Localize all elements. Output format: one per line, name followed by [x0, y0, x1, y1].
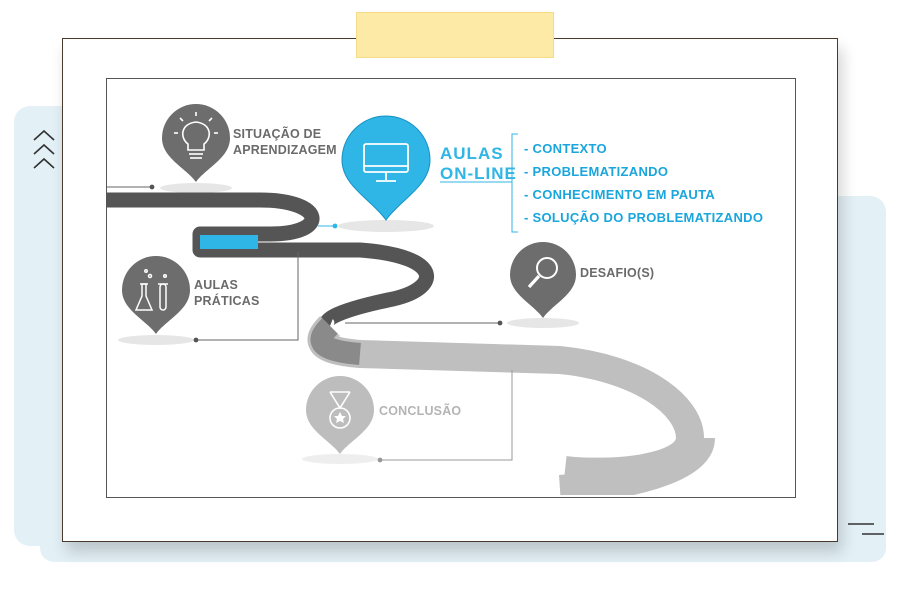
label-desafios: DESAFIO(S): [580, 265, 654, 281]
medal-icon: [329, 391, 351, 429]
label-aulas-online-line2: ON-LINE: [440, 164, 517, 183]
pin-shadow: [507, 318, 579, 328]
pin-conclusao: [306, 376, 374, 454]
label-aulas-praticas-line1: AULAS: [194, 278, 239, 292]
label-aulas-online-line1: AULAS: [440, 144, 504, 163]
connector-dot: [193, 337, 199, 343]
topic-item: - PROBLEMATIZANDO: [524, 164, 669, 179]
connector-dot: [497, 320, 503, 326]
pin-shadow: [338, 220, 434, 232]
topic-item: - CONTEXTO: [524, 141, 607, 156]
road-segment-light: [307, 316, 704, 486]
pin-desafios: [510, 242, 576, 318]
topic-item: - CONHECIMENTO EM PAUTA: [524, 187, 716, 202]
pin-aulas-praticas: [122, 256, 190, 334]
connector-line: [380, 370, 513, 461]
label-aulas-praticas: AULAS PRÁTICAS: [194, 277, 260, 309]
label-aulas-online: AULAS ON-LINE: [440, 144, 517, 184]
magnifier-icon: [527, 257, 558, 289]
monitor-icon: [363, 143, 409, 182]
label-aulas-praticas-line2: PRÁTICAS: [194, 294, 260, 308]
road-segment-end: [558, 435, 715, 495]
connector-line: [196, 252, 299, 341]
road-segment-mid: [310, 318, 362, 365]
online-topics-list: - CONTEXTO - PROBLEMATIZANDO - CONHECIME…: [524, 137, 763, 229]
label-situacao-line2: APRENDIZAGEM: [233, 143, 337, 157]
connector-dot: [377, 457, 383, 463]
pin-aulas-online: [341, 115, 431, 221]
lab-flasks-icon: [134, 269, 168, 311]
pin-shadow: [302, 454, 378, 464]
connector-dot: [332, 223, 338, 229]
road-segment-dark: [107, 192, 434, 333]
lightbulb-icon: [174, 112, 218, 159]
label-desafios-line1: DESAFIO(S): [580, 266, 655, 280]
washi-tape: [356, 12, 554, 58]
pin-shadow: [160, 183, 232, 193]
pin-shadow: [118, 335, 194, 345]
pin-situacao: [162, 104, 230, 182]
label-conclusao-line1: CONCLUSÃO: [379, 404, 462, 418]
connector-dot: [149, 184, 155, 190]
decorative-lines-icon: [848, 523, 884, 535]
chevron-up-icon: [33, 129, 55, 169]
topics-bracket: [511, 133, 518, 233]
label-situacao-line1: SITUAÇÃO DE: [233, 127, 322, 141]
topic-item: - SOLUÇÃO DO PROBLEMATIZANDO: [524, 210, 764, 225]
label-conclusao: CONCLUSÃO: [379, 403, 461, 419]
label-situacao: SITUAÇÃO DE APRENDIZAGEM: [233, 126, 337, 158]
